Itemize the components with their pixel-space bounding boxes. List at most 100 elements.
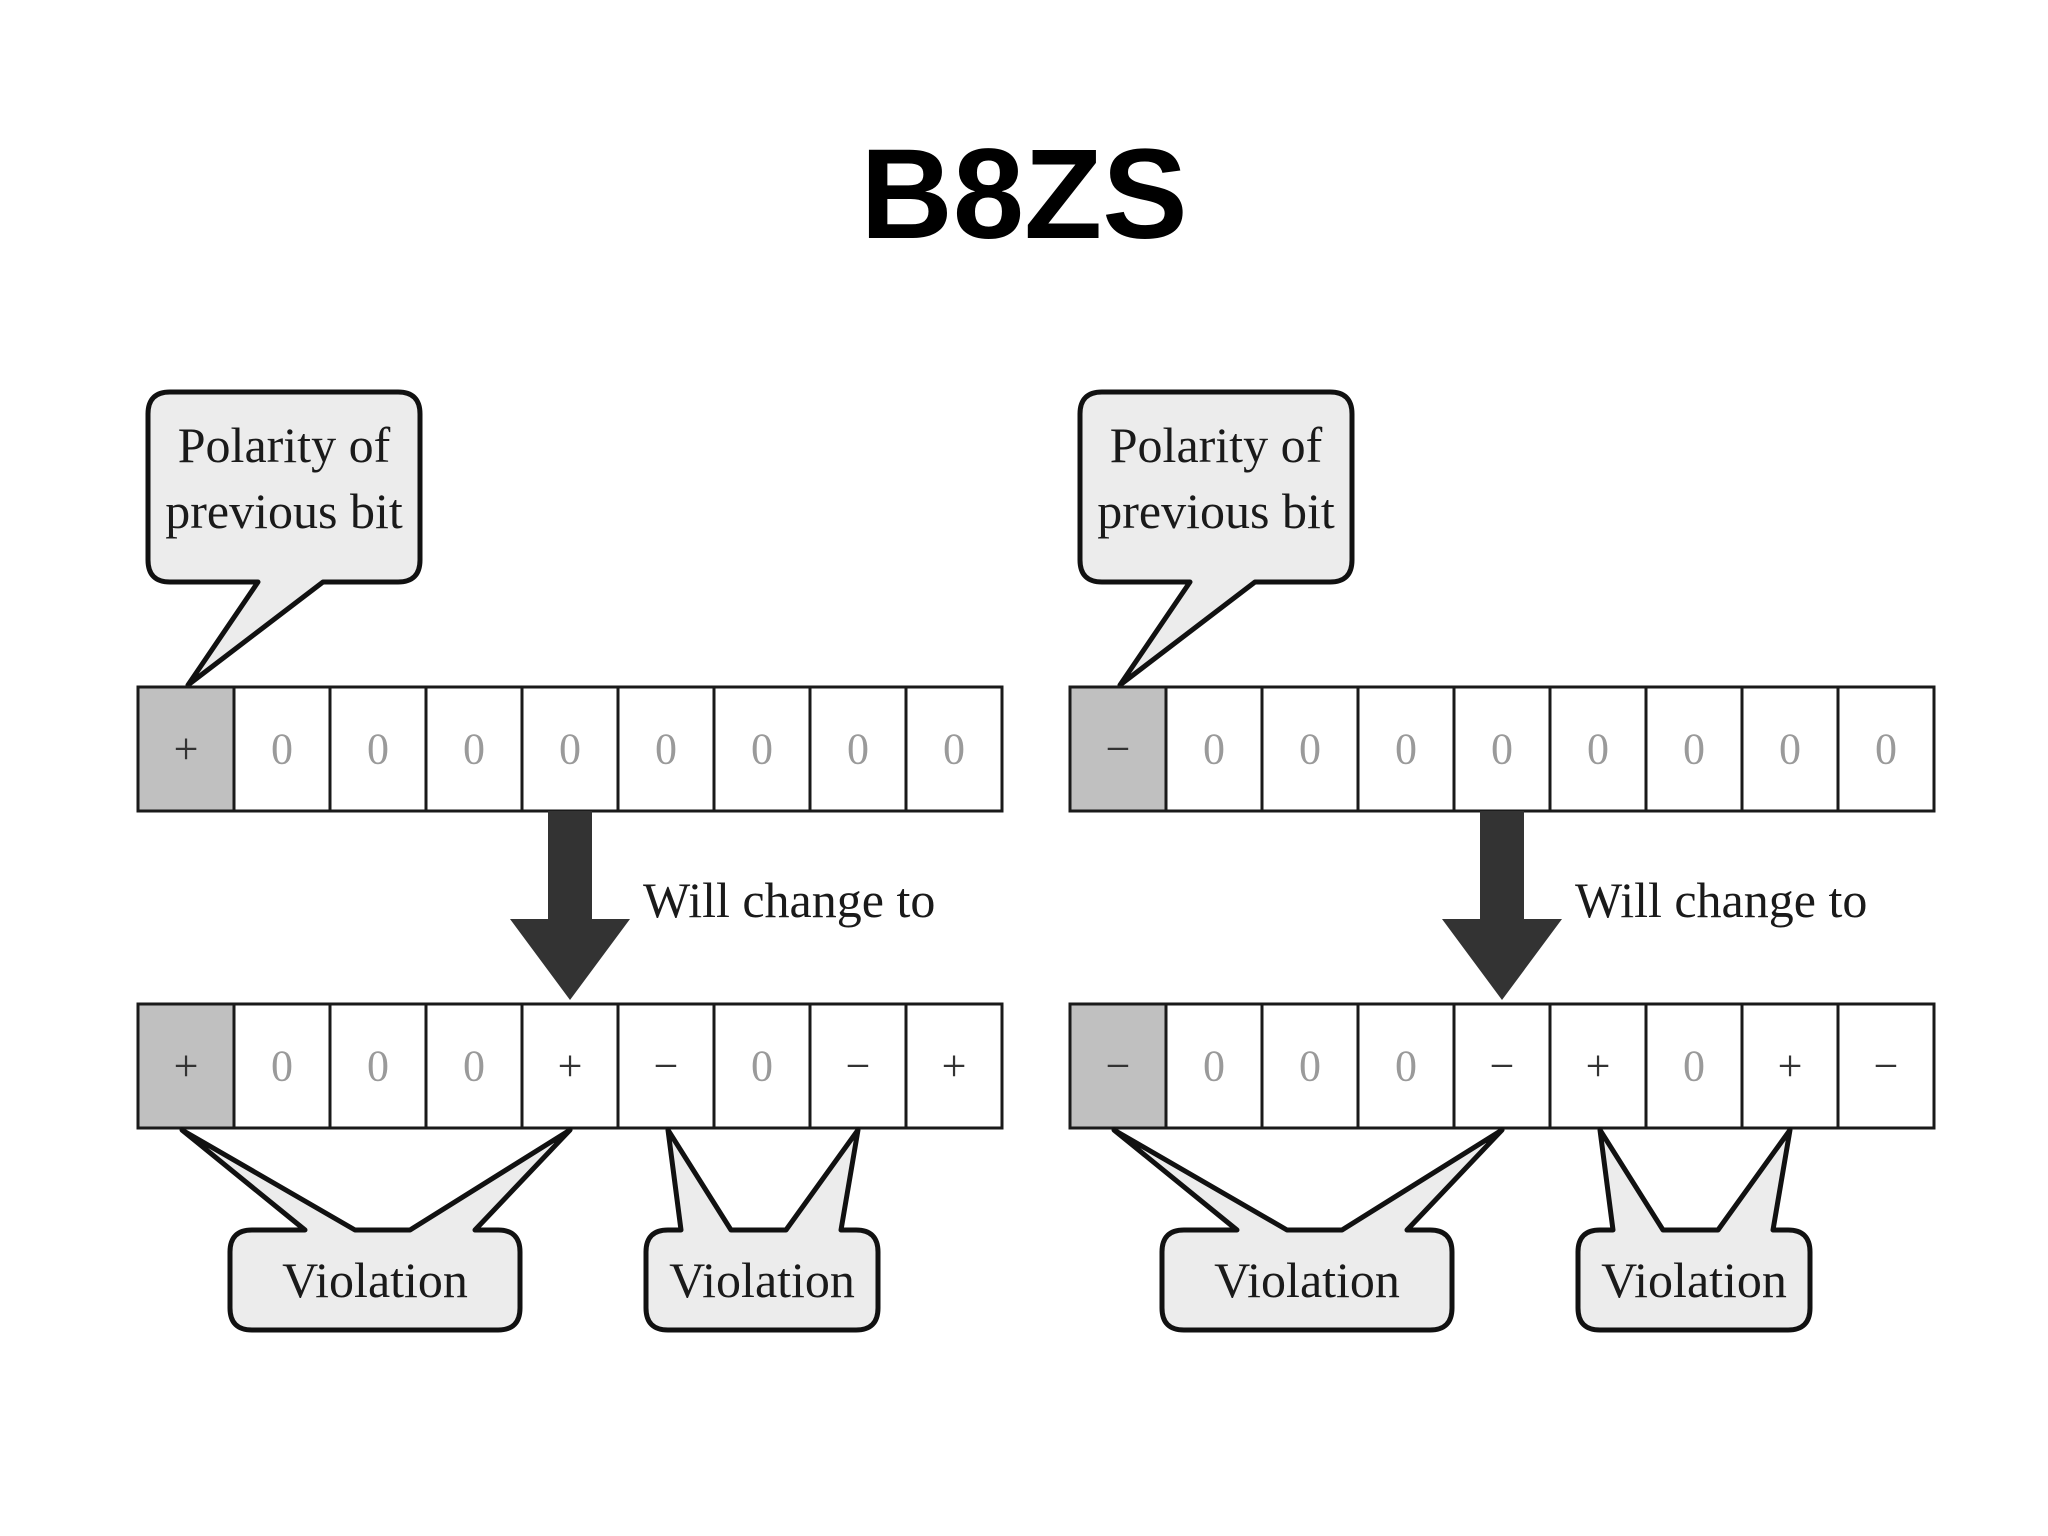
bit-value: 0 [559,725,581,774]
bit-cell-box [1164,1002,1264,1130]
bit-value: 0 [1299,1042,1321,1091]
bit-value: + [1778,1042,1803,1091]
bit-value: − [846,1042,871,1091]
previous-bit-cell: − [1068,685,1168,813]
bit-value: + [942,1042,967,1091]
bit-cell-box [1836,1002,1936,1130]
bit-cell: 0 [1260,1002,1360,1130]
bit-value: 0 [1299,725,1321,774]
bit-cell-box [1548,685,1648,813]
bit-value: 0 [463,1042,485,1091]
violation-label: Violation [1214,1252,1400,1308]
bit-cell: 0 [1164,1002,1264,1130]
bit-value: 0 [1203,725,1225,774]
polarity-callout-text: previous bit [1097,483,1335,539]
bit-cell: + [904,1002,1004,1130]
bit-value: − [1106,1042,1131,1091]
bit-cell-box [904,685,1004,813]
violation-callout [643,1127,881,1333]
bit-value: 0 [943,725,965,774]
violation-callout [1575,1127,1813,1333]
bit-cell: 0 [232,1002,332,1130]
bit-cell: 0 [1260,685,1360,813]
bit-cell-box [520,685,620,813]
bit-value: 0 [1395,725,1417,774]
bit-cell: 0 [328,1002,428,1130]
bit-value: 0 [367,725,389,774]
bit-cell: − [808,1002,908,1130]
bit-cell: 0 [1644,1002,1744,1130]
bit-value: 0 [463,725,485,774]
previous-bit-cell: + [136,685,236,813]
bit-cell: 0 [1452,685,1552,813]
bit-cell: 0 [1164,685,1264,813]
bit-cell-box [904,1002,1004,1130]
bit-value: 0 [1779,725,1801,774]
bit-value: 0 [1587,725,1609,774]
violation-callout [1111,1127,1505,1333]
bit-value: − [1490,1042,1515,1091]
bit-value: 0 [271,1042,293,1091]
bit-cell: 0 [424,1002,524,1130]
bit-cell-box [1260,1002,1360,1130]
down-arrow-icon [1442,811,1562,1000]
bit-value: 0 [271,725,293,774]
bit-cell: + [1548,1002,1648,1130]
violation-label: Violation [1601,1252,1787,1308]
bit-cell: 0 [424,685,524,813]
polarity-callout-text: Polarity of [1110,417,1323,473]
bit-cell: + [520,1002,620,1130]
bit-cell: − [1452,1002,1552,1130]
bit-cell: 0 [712,685,812,813]
bit-value: − [1874,1042,1899,1091]
bit-cell-box [1644,685,1744,813]
bit-value: 0 [1683,1042,1705,1091]
polarity-callout [1077,389,1355,688]
bit-cell: 0 [1548,685,1648,813]
encoded-bits-row: +0 0 0 + − 0 − + [136,1002,1004,1130]
bit-value: 0 [1683,725,1705,774]
bit-cell: 0 [1740,685,1840,813]
violation-callout [179,1127,573,1333]
previous-bit-cell: + [136,1002,236,1130]
bit-cell: 0 [1356,685,1456,813]
bit-cell-box [1356,1002,1456,1130]
bit-value: + [1586,1042,1611,1091]
bit-cell: 0 [232,685,332,813]
bit-value: + [174,725,199,774]
bit-value: 0 [751,725,773,774]
bit-cell-box [1836,685,1936,813]
bit-cell: 0 [1836,685,1936,813]
violation-label: Violation [669,1252,855,1308]
bit-cell: − [1836,1002,1936,1130]
bit-cell: 0 [328,685,428,813]
bit-value: 0 [1395,1042,1417,1091]
bit-cell-box [1452,685,1552,813]
bit-value: 0 [367,1042,389,1091]
bit-cell-box [1164,685,1264,813]
bit-cell-box [328,685,428,813]
bit-value: + [174,1042,199,1091]
previous-bit-cell: − [1068,1002,1168,1130]
will-change-to-label: Will change to [1575,872,1867,928]
bit-cell-box [712,685,812,813]
bit-value: 0 [1491,725,1513,774]
bit-cell: − [616,1002,716,1130]
bit-cell: 0 [808,685,908,813]
bit-cell-box [1356,685,1456,813]
bit-cell: 0 [904,685,1004,813]
bit-cell: + [1740,1002,1840,1130]
bit-value: + [558,1042,583,1091]
bit-cell: 0 [616,685,716,813]
bit-cell-box [712,1002,812,1130]
bit-value: − [1106,725,1131,774]
bit-value: 0 [655,725,677,774]
bit-value: 0 [751,1042,773,1091]
bit-value: − [654,1042,679,1091]
bit-cell-box [1740,1002,1840,1130]
bit-cell-box [424,1002,524,1130]
